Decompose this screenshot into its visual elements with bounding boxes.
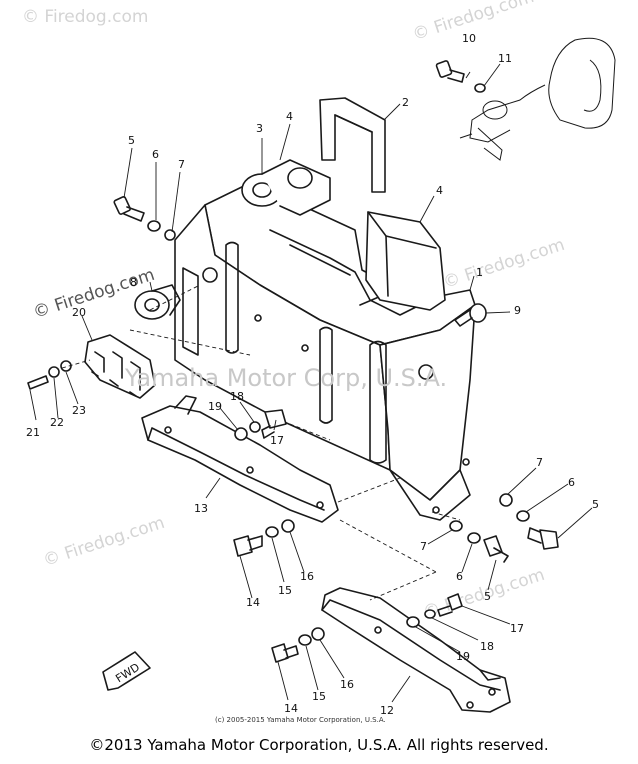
watermark-lower-left: © Firedog.com <box>41 513 167 571</box>
part-7-washer-upper <box>164 229 176 241</box>
callout-3: 3 <box>256 122 263 135</box>
callout-6-right: 6 <box>568 476 575 489</box>
callout-6-upper: 6 <box>152 148 159 161</box>
callout-23: 23 <box>72 404 86 417</box>
callout-1: 1 <box>476 266 483 279</box>
callout-17-upper: 17 <box>270 434 284 447</box>
callout-8: 8 <box>130 276 137 289</box>
part-19-washer-upper <box>234 427 248 441</box>
callout-15-upper: 15 <box>278 584 292 597</box>
part-23-washer <box>60 360 72 372</box>
engine-mount-component <box>459 37 616 161</box>
assembly-line-5 <box>369 571 437 601</box>
callout-7-right: 7 <box>536 456 543 469</box>
part-2-plate <box>319 97 386 193</box>
part-16-washer-lower <box>311 627 325 641</box>
part-6-washer-upper <box>147 220 161 232</box>
watermark-center: Yamaha Motor Corp, U.S.A. <box>124 364 447 392</box>
callout-7-upper: 7 <box>178 158 185 171</box>
part-10-bolt <box>435 60 465 83</box>
callout-9: 9 <box>514 304 521 317</box>
part-18-washer-lower <box>424 609 436 619</box>
part-12-rail <box>321 587 511 713</box>
callout-17-lower: 17 <box>510 622 524 635</box>
part-7-washer-right <box>499 493 513 507</box>
part-6-washer-right <box>516 510 530 522</box>
callout-2: 2 <box>402 96 409 109</box>
callout-19-lower: 19 <box>456 650 470 663</box>
part-5-bolt-lower <box>483 535 509 563</box>
fwd-arrow-icon: FWD <box>102 651 151 691</box>
callout-numbers: 1 2 3 4 4 5 5 5 6 6 6 7 7 7 8 9 10 11 12… <box>26 32 599 717</box>
part-21-screw <box>27 375 49 390</box>
part-18-washer-upper <box>249 421 261 433</box>
callout-5-lower: 5 <box>484 590 491 603</box>
callout-19-upper: 19 <box>208 400 222 413</box>
callout-7-lower: 7 <box>420 540 427 553</box>
callout-5-right: 5 <box>592 498 599 511</box>
callout-16-upper: 16 <box>300 570 314 583</box>
small-copyright: (c) 2005-2015 Yamaha Motor Corporation, … <box>215 716 386 724</box>
part-6-washer-lower <box>467 532 481 544</box>
part-17-bolt-upper <box>261 409 287 439</box>
callout-6-lower: 6 <box>456 570 463 583</box>
callout-18-upper: 18 <box>230 390 244 403</box>
part-8-bushing <box>134 284 181 320</box>
callout-4-right: 4 <box>436 184 443 197</box>
callout-12: 12 <box>380 704 394 717</box>
part-15-washer-lower <box>298 634 312 646</box>
part-11-washer <box>474 83 486 93</box>
callout-4-top: 4 <box>286 110 293 123</box>
part-20-clamp <box>84 334 156 399</box>
watermark-right-mid: © Firedog.com <box>441 235 567 293</box>
part-14-bolt-upper <box>233 535 263 557</box>
callout-11: 11 <box>498 52 512 65</box>
part-7-washer-lower <box>449 520 463 532</box>
part-4-pad <box>365 211 446 311</box>
part-22-washer <box>48 366 60 378</box>
callout-15-lower: 15 <box>312 690 326 703</box>
callout-14-lower: 14 <box>284 702 298 715</box>
part-14-bolt-lower <box>271 643 299 663</box>
part-13-rail <box>141 395 339 523</box>
callout-14-upper: 14 <box>246 596 260 609</box>
callout-10: 10 <box>462 32 476 45</box>
assembly-line-8 <box>289 423 331 441</box>
callout-5-upper: 5 <box>128 134 135 147</box>
part-19-washer-lower <box>406 616 420 628</box>
callout-21: 21 <box>26 426 40 439</box>
assembly-line-6 <box>431 511 461 521</box>
part-9-bolt <box>454 303 487 327</box>
callout-16-lower: 16 <box>340 678 354 691</box>
callout-18-lower: 18 <box>480 640 494 653</box>
part-15-washer-upper <box>265 526 279 538</box>
assembly-line-7 <box>61 359 91 369</box>
part-5-bolt-right <box>527 527 559 550</box>
footer-copyright: ©2013 Yamaha Motor Corporation, U.S.A. A… <box>89 736 549 754</box>
watermark-top-left: © Firedog.com <box>22 7 148 27</box>
callout-22: 22 <box>50 416 64 429</box>
part-16-washer-upper <box>281 519 295 533</box>
callout-20: 20 <box>72 306 86 319</box>
assembly-line-2 <box>149 284 201 311</box>
part-5-bolt-upper <box>113 195 145 222</box>
callout-13: 13 <box>194 502 208 515</box>
assembly-line-3 <box>337 477 401 503</box>
leader-lines <box>29 63 593 703</box>
